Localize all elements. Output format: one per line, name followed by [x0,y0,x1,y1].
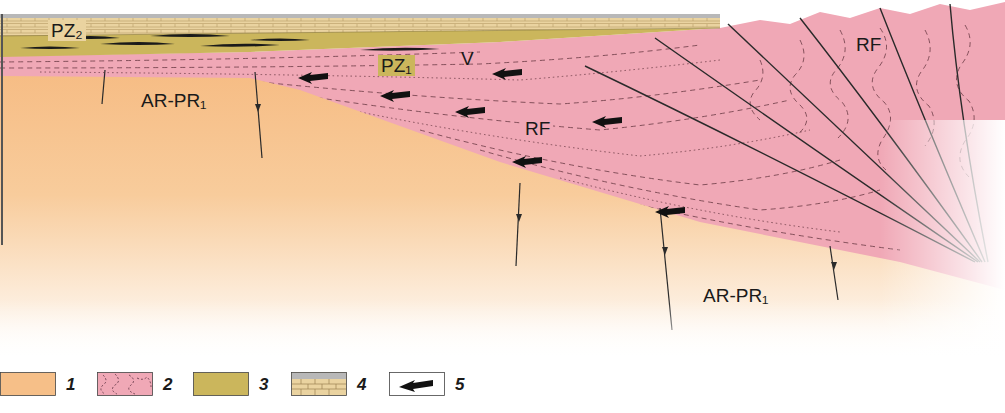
legend-sample [97,372,153,396]
unit-label: RF [853,34,884,55]
legend-number: 5 [455,376,464,393]
legend-swatch [97,372,153,396]
legend-sample [291,372,347,396]
legend-swatch [193,372,249,396]
unit-label: RF [522,118,553,139]
legend-number: 3 [259,376,268,393]
legend-swatch [291,372,347,396]
unit-label: PZ₁ [378,55,415,76]
legend-number: 1 [66,376,75,393]
legend-sample [389,372,445,396]
unit-label: V [458,48,477,69]
legend-sample [193,372,249,396]
legend-swatch [389,372,445,396]
legend-number: 4 [357,376,366,393]
legend-sample [0,372,56,396]
legend-number: 2 [163,376,172,393]
legend-swatch [0,372,56,396]
unit-label: PZ₂ [48,20,86,41]
unit-label: AR-PR₁ [138,90,210,111]
unit-label: AR-PR₁ [700,285,772,306]
